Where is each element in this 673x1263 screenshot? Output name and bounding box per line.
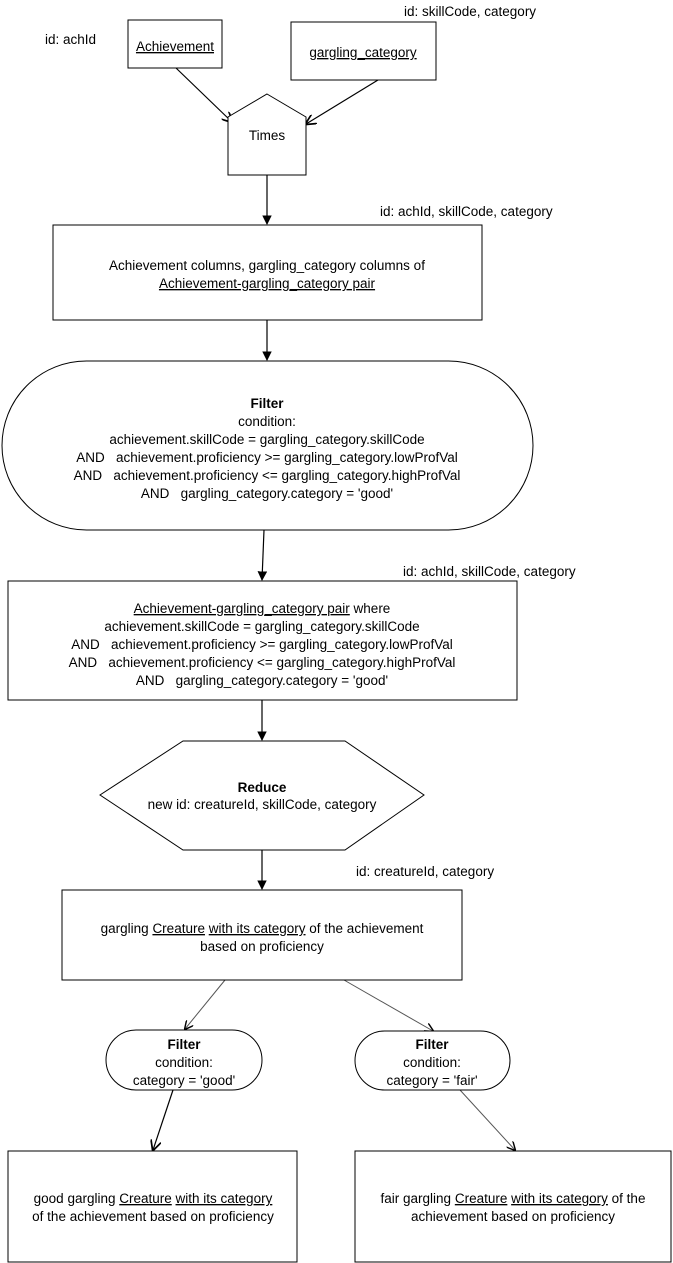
filtered-line: AND achievement.proficiency <= gargling_… (69, 655, 456, 670)
good-creature-term: Creature (119, 1191, 172, 1206)
filtered-where: where (350, 601, 391, 616)
times-node (227, 93, 307, 176)
note-creature-id: id: creatureId, category (356, 864, 494, 879)
note-cat-id: id: skillCode, category (404, 4, 536, 19)
achievement-label: Achievement (136, 39, 214, 54)
creature-category-term: with its category (208, 921, 306, 936)
edge-filter1-filtered (257, 529, 268, 581)
pair-line1: Achievement columns, gargling_category c… (109, 258, 425, 273)
creature-term: Creature (152, 921, 205, 936)
filter1-title: Filter (250, 396, 284, 411)
edge-category-times (306, 79, 379, 124)
pair-line2: Achievement-gargling_category pair (159, 276, 376, 291)
pair-node (52, 224, 483, 321)
filter-good-title: Filter (167, 1037, 201, 1052)
filtered-line1: Achievement-gargling_category pair where (134, 601, 391, 616)
edge-filter-good-result (153, 1089, 174, 1150)
fair-line1: fair gargling Creature with its category… (381, 1191, 646, 1206)
achievement-node (127, 19, 223, 69)
filtered-pair-term: Achievement-gargling_category pair (134, 601, 351, 616)
fair-text: of the (608, 1191, 646, 1206)
filter-fair-line: category = 'fair' (386, 1073, 477, 1088)
edge-filter-fair-result (459, 1089, 515, 1150)
filter1-line: AND gargling_category.category = 'good' (141, 486, 393, 501)
edge-achievement-times (175, 67, 232, 122)
filter-fair-title: Filter (415, 1037, 449, 1052)
good-category-term: with its category (175, 1191, 273, 1206)
edge-creature-filter-good (185, 979, 226, 1029)
good-line1: good gargling Creature with its category (34, 1191, 273, 1206)
gargling-category-node (290, 21, 437, 81)
fair-creature-term: Creature (455, 1191, 508, 1206)
filter1-line: AND achievement.proficiency <= gargling_… (74, 468, 461, 483)
gargling-category-label: gargling_category (309, 45, 417, 60)
fair-line2: achievement based on proficiency (411, 1209, 615, 1224)
note-ach-id: id: achId (45, 32, 96, 47)
filter1-line: achievement.skillCode = gargling_categor… (109, 432, 424, 447)
creature-node (61, 889, 463, 981)
note-filtered-id: id: achId, skillCode, category (403, 564, 576, 579)
creature-line1: gargling Creature with its category of t… (101, 921, 424, 936)
note-pair-id: id: achId, skillCode, category (380, 204, 553, 219)
good-line2: of the achievement based on proficiency (32, 1209, 274, 1224)
fair-category-term: with its category (510, 1191, 608, 1206)
reduce-title: Reduce (238, 780, 287, 795)
filter-fair-line: condition: (403, 1055, 461, 1070)
filter-good-node (105, 1029, 263, 1091)
edge-creature-filter-fair (343, 979, 433, 1031)
fair-text: fair gargling (381, 1191, 455, 1206)
creature-text: of the achievement (306, 921, 424, 936)
reduce-line: new id: creatureId, skillCode, category (148, 797, 377, 812)
filter-good-line: condition: (155, 1055, 213, 1070)
creature-line2: based on proficiency (200, 939, 324, 954)
filtered-line: AND gargling_category.category = 'good' (136, 673, 388, 688)
good-result-node (7, 1150, 298, 1263)
good-text: good gargling (34, 1191, 120, 1206)
reduce-node (99, 740, 425, 851)
filtered-line: achievement.skillCode = gargling_categor… (104, 619, 419, 634)
filter1-line: condition: (238, 414, 296, 429)
times-label: Times (249, 128, 285, 143)
creature-text: gargling (101, 921, 153, 936)
filter-fair-node (354, 1030, 511, 1091)
filtered-pair-node (7, 580, 518, 701)
fair-result-node (354, 1150, 672, 1263)
filter-good-line: category = 'good' (133, 1073, 235, 1088)
filter1-line: AND achievement.proficiency >= gargling_… (76, 450, 457, 465)
filter1-node (1, 360, 534, 531)
filtered-line: AND achievement.proficiency >= gargling_… (71, 637, 452, 652)
